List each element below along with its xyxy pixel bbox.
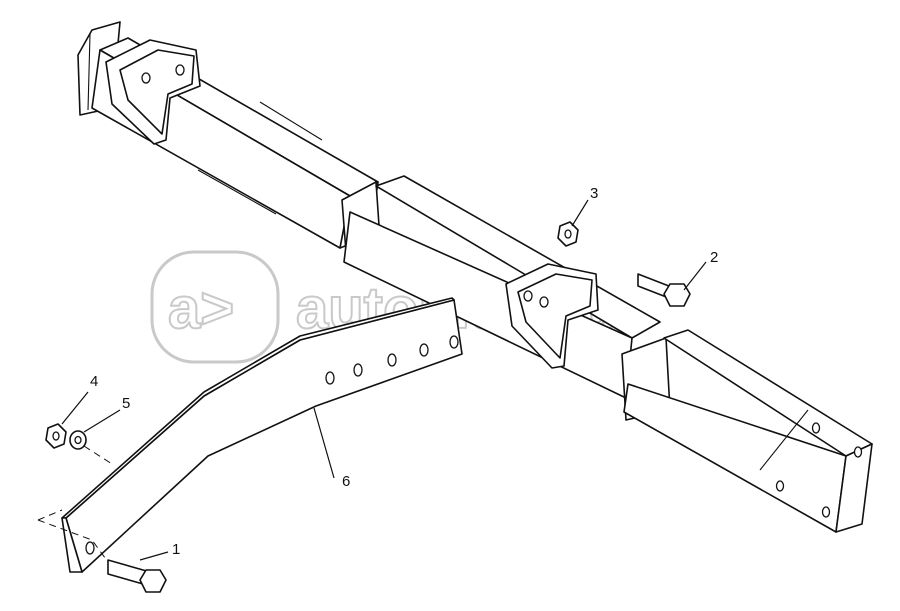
- callout-5: 5: [122, 395, 130, 412]
- assembly-line: [37, 519, 109, 563]
- leader-6: [313, 407, 335, 479]
- front-bracket: [505, 263, 599, 369]
- front-bracket-face: [517, 273, 593, 359]
- callout-1: 1: [172, 541, 180, 558]
- leader-1: [139, 551, 169, 561]
- leader-2: [683, 261, 707, 291]
- arm-hole: [419, 343, 429, 357]
- arm-end-face: [61, 517, 83, 573]
- rear-bracket: [105, 39, 201, 145]
- bracket-hole: [141, 72, 151, 84]
- bracket-hole: [523, 290, 533, 302]
- beam-hole: [811, 422, 821, 434]
- arm-hole: [387, 353, 397, 367]
- assembly-line: [83, 445, 113, 465]
- washer-part-5: [69, 430, 87, 450]
- bolt-1-head: [139, 569, 167, 593]
- bolt-2-head: [663, 283, 691, 307]
- arm-top-edge: [61, 297, 455, 519]
- leader-3: [571, 199, 589, 227]
- arm-hole: [353, 363, 363, 377]
- beam-hole: [853, 446, 863, 458]
- beam-hole: [775, 480, 785, 492]
- bent-arm-part-6: [61, 297, 463, 573]
- callout-2: 2: [710, 249, 718, 266]
- arm-front-face: [65, 299, 463, 573]
- leader-5: [83, 409, 121, 433]
- beam-front-end-face: [835, 443, 873, 533]
- watermark-logo-glyph: a>: [168, 276, 234, 341]
- nut-part-4: [45, 423, 67, 449]
- nut-part-3: [557, 221, 579, 247]
- bolt-part-2: [637, 273, 691, 307]
- arm-hole: [325, 371, 335, 385]
- assembly-line: [37, 509, 63, 521]
- bracket-hole: [539, 296, 549, 308]
- arm-pivot-hole: [85, 541, 95, 555]
- bracket-hole: [175, 64, 185, 76]
- watermark-logo-frame: [150, 250, 280, 364]
- beam-hole: [821, 506, 831, 518]
- callout-4: 4: [90, 373, 98, 390]
- callout-3: 3: [590, 185, 598, 202]
- leader-4: [61, 391, 89, 425]
- callout-6: 6: [342, 473, 350, 490]
- bolt-part-1: [107, 559, 167, 593]
- arm-hole: [449, 335, 459, 349]
- beam-front-side-face: [623, 383, 847, 533]
